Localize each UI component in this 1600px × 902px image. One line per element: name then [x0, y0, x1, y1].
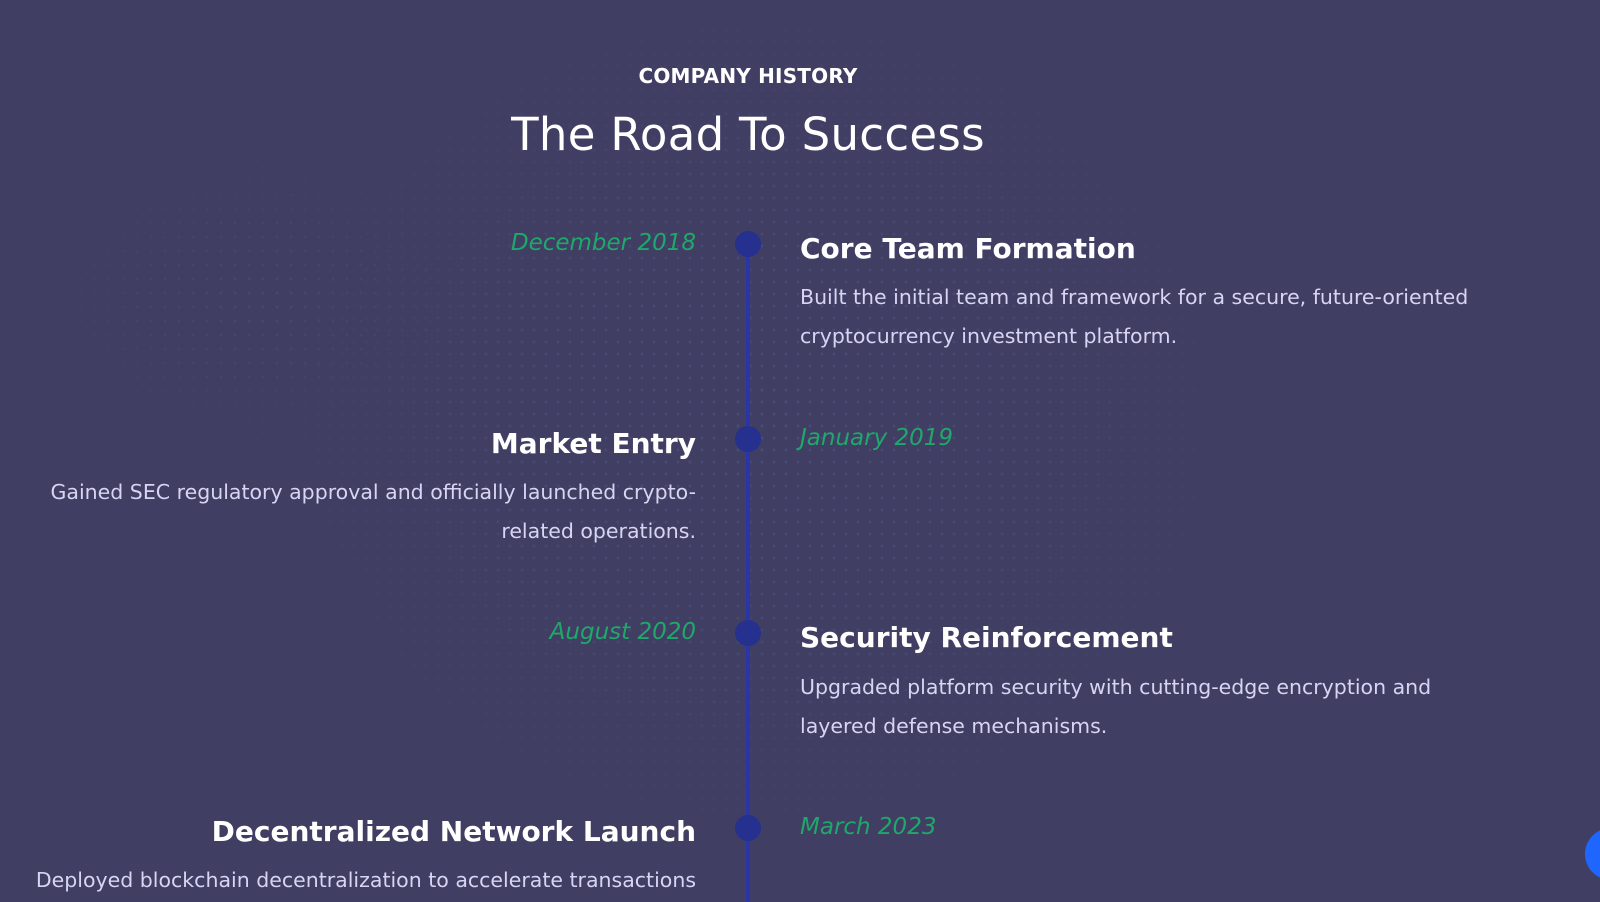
event-description-line: Upgraded platform security with cutting-… — [800, 675, 1432, 699]
timeline-dot — [735, 815, 761, 841]
timeline-line — [746, 242, 750, 902]
event-description-line: Deployed blockchain decentralization to … — [35, 868, 696, 892]
timeline-dot — [735, 620, 761, 646]
event-description-line: cryptocurrency investment platform. — [800, 324, 1178, 348]
event-description: Gained SEC regulatory approval and offic… — [6, 473, 696, 551]
event-title: Market Entry — [490, 427, 696, 460]
event-description: Upgraded platform security with cutting-… — [800, 668, 1490, 746]
event-description-line: related operations. — [501, 519, 696, 543]
event-date: December 2018 — [510, 230, 696, 256]
event-title: Core Team Formation — [800, 232, 1136, 265]
section-kicker: COMPANY HISTORY — [638, 64, 858, 88]
timeline-dot — [735, 231, 761, 257]
event-date: March 2023 — [800, 814, 937, 840]
event-date: January 2019 — [800, 425, 954, 451]
timeline-dot — [735, 426, 761, 452]
event-description-line: Gained SEC regulatory approval and offic… — [50, 480, 696, 504]
event-description: Built the initial team and framework for… — [800, 278, 1490, 356]
event-date: August 2020 — [549, 619, 696, 645]
chat-widget-button[interactable] — [1585, 828, 1600, 880]
event-description-line: layered defense mechanisms. — [800, 714, 1108, 738]
event-description-line: Built the initial team and framework for… — [800, 285, 1469, 309]
section-title: The Road To Success — [511, 108, 985, 161]
event-description: Deployed blockchain decentralization to … — [6, 861, 696, 900]
event-title: Decentralized Network Launch — [211, 815, 696, 848]
event-title: Security Reinforcement — [800, 621, 1173, 654]
